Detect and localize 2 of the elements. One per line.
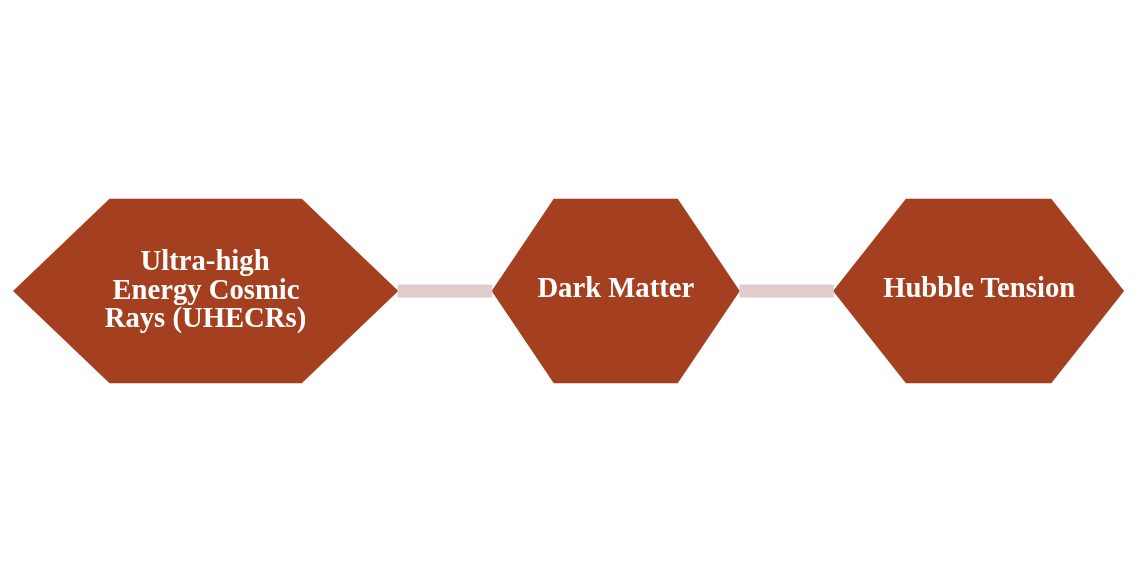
connector [739, 283, 834, 298]
connector [397, 283, 493, 298]
